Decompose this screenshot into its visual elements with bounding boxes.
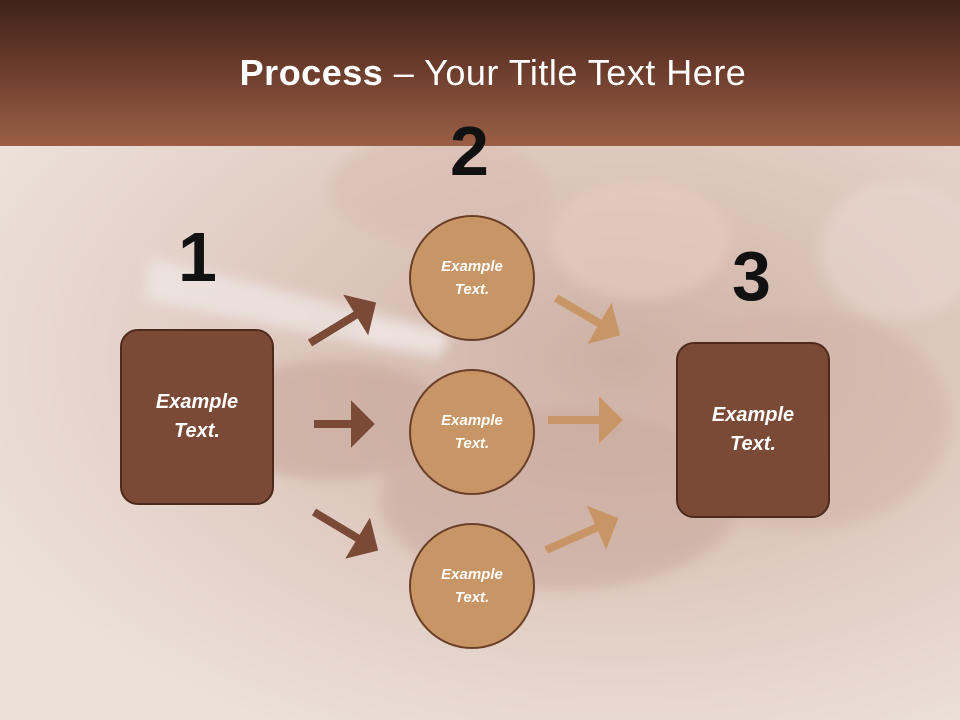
arrow-from-circle-3 xyxy=(544,505,619,554)
arrow-to-circle-3 xyxy=(311,508,379,559)
step-1-box: Example Text. xyxy=(120,329,274,505)
title-rest: – Your Title Text Here xyxy=(383,52,747,93)
title-bold: Process xyxy=(239,52,384,93)
arrow-to-circle-1 xyxy=(307,294,377,347)
slide-title: Process – Your Title Text Here xyxy=(0,52,960,94)
step-2-circle-2: Example Text. xyxy=(409,369,535,495)
header-bar xyxy=(0,0,960,146)
step-3-text: Example Text. xyxy=(711,404,795,455)
arrow-from-circle-1 xyxy=(553,294,621,345)
step-number-3: 3 xyxy=(732,237,771,315)
circle-2-text: Example Text. xyxy=(441,412,503,452)
step-1-text: Example Text. xyxy=(155,391,239,442)
step-2-circle-1: Example Text. xyxy=(409,215,535,341)
step-2-circle-3: Example Text. xyxy=(409,523,535,649)
step-number-2: 2 xyxy=(450,112,489,190)
circle-1-text: Example Text. xyxy=(441,258,503,298)
step-3-box: Example Text. xyxy=(676,342,830,518)
circle-3-text: Example Text. xyxy=(441,566,503,606)
step-number-1: 1 xyxy=(178,218,217,296)
